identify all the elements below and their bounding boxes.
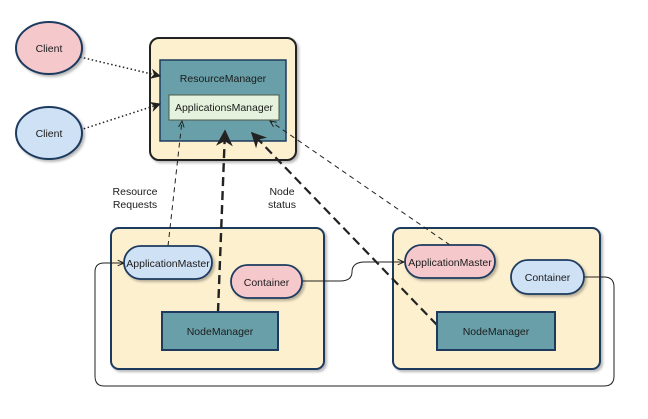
node-manager-left-label: NodeManager xyxy=(187,326,254,338)
applications-manager-label: ApplicationsManager xyxy=(175,102,274,114)
resource-manager-label: ResourceManager xyxy=(180,73,267,85)
application-master-right-label: ApplicationMaster xyxy=(408,257,492,269)
client-node-1[interactable]: Client xyxy=(15,21,83,75)
node-status-line-2: status xyxy=(268,199,296,211)
node-manager-right[interactable]: NodeManager xyxy=(436,311,556,351)
node-manager-left[interactable]: NodeManager xyxy=(161,311,279,351)
connectors xyxy=(79,56,615,387)
resource-requests-annotation: Resource Requests xyxy=(113,186,158,211)
client-label-1: Client xyxy=(36,43,63,55)
node-status-arrow-right xyxy=(250,131,438,326)
node-status-arrow-left xyxy=(216,129,233,313)
container-to-appmaster-arrow xyxy=(302,262,404,282)
application-master-left[interactable]: ApplicationMaster xyxy=(123,245,213,280)
container-right-label: Container xyxy=(525,272,571,284)
container-right[interactable]: Container xyxy=(510,259,585,295)
client1-to-rm-arrow xyxy=(79,56,162,79)
resource-request-arrow xyxy=(167,121,182,247)
client2-to-rm-arrow xyxy=(79,101,161,131)
container-left[interactable]: Container xyxy=(230,264,303,299)
application-master-left-label: ApplicationMaster xyxy=(126,258,210,270)
application-master-right[interactable]: ApplicationMaster xyxy=(404,244,496,279)
client-label-2: Client xyxy=(36,128,63,140)
client-node-2[interactable]: Client xyxy=(15,106,83,160)
node-status-line-1: Node xyxy=(269,186,294,198)
container-left-label: Container xyxy=(244,277,290,289)
appmaster-right-to-rm-arrow xyxy=(270,121,451,246)
node-manager-right-label: NodeManager xyxy=(463,326,530,338)
resource-requests-line-2: Requests xyxy=(113,199,157,211)
resource-requests-line-1: Resource xyxy=(113,186,158,198)
applications-manager-box[interactable]: ApplicationsManager xyxy=(168,94,280,121)
container-to-appmaster-loop-arrow xyxy=(94,263,615,387)
node-status-annotation: Node status xyxy=(268,186,296,211)
